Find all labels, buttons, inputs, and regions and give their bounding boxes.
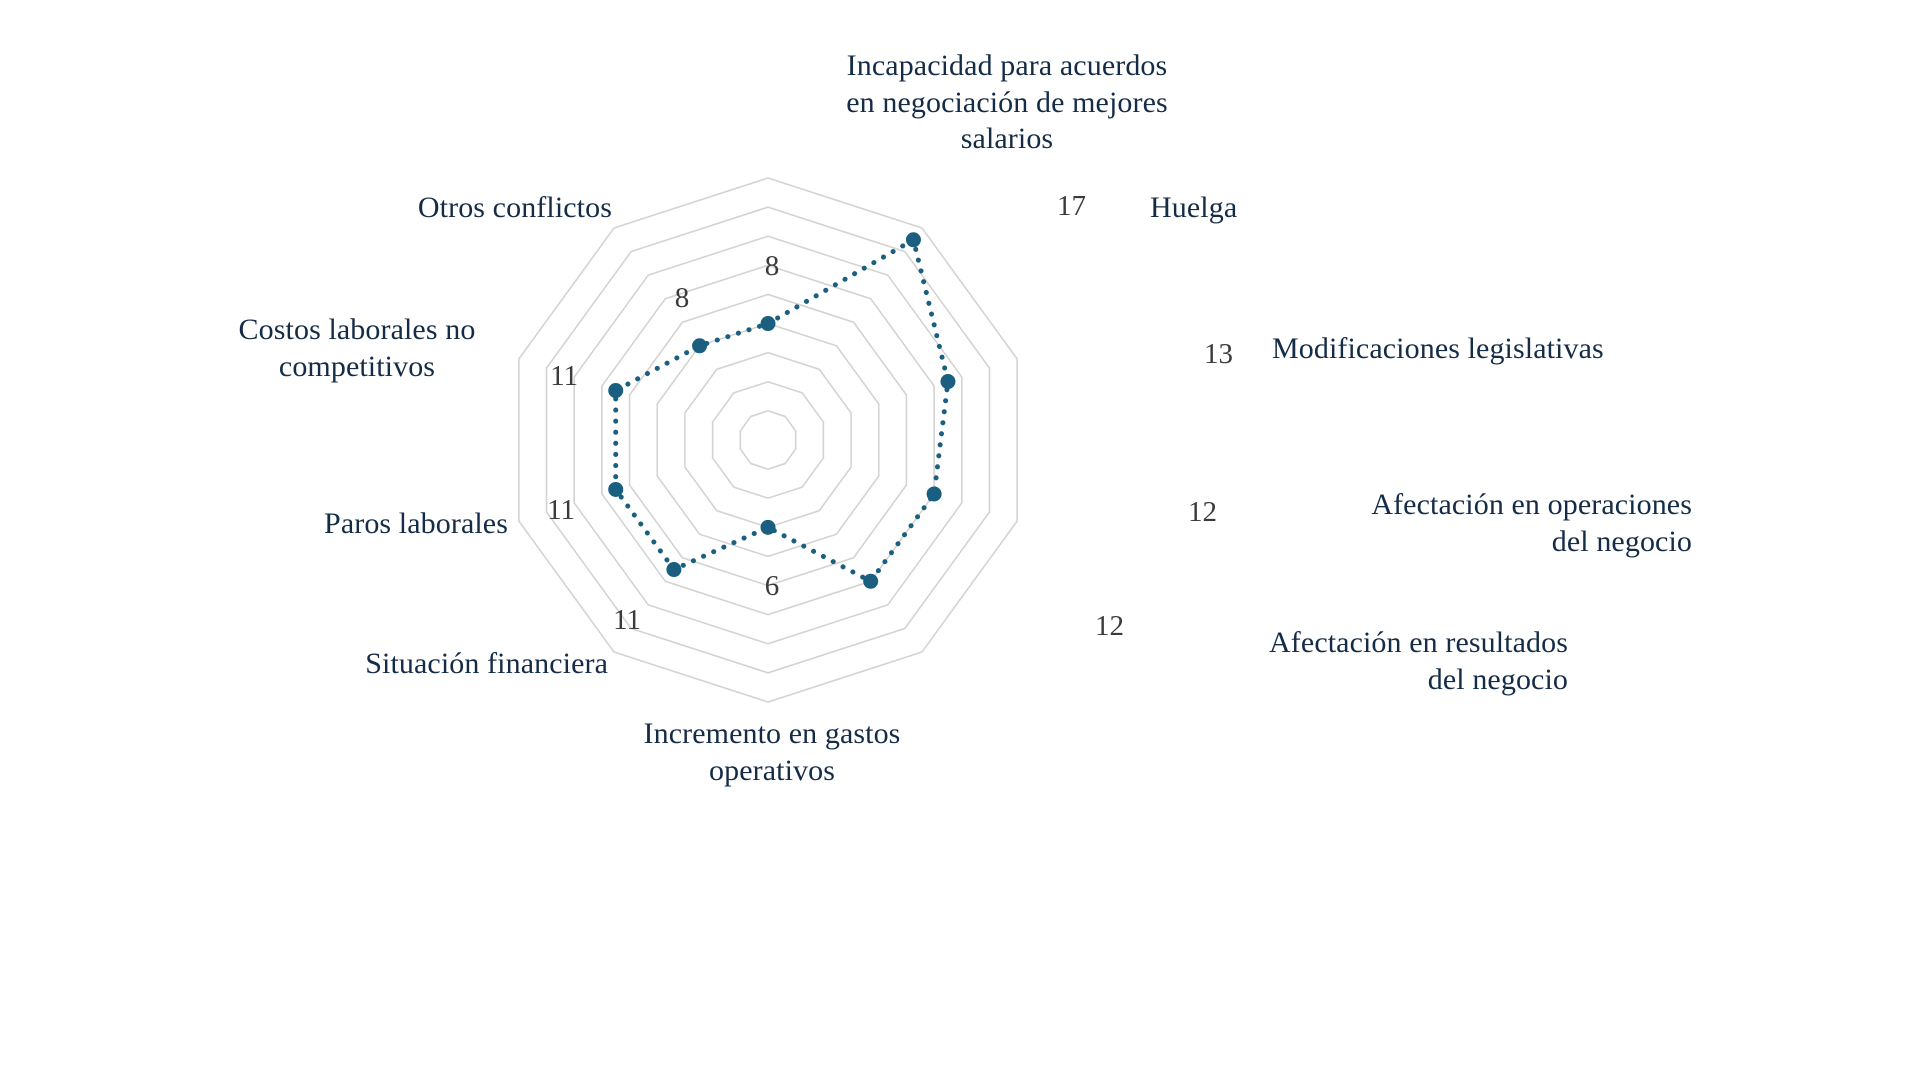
data-point-marker: [608, 383, 624, 399]
radar-series-line: [613, 235, 951, 585]
axis-label-situacion-financiera: Situación financiera: [365, 647, 608, 680]
series-polyline: [613, 235, 951, 585]
radar-gridlines: [518, 177, 1018, 703]
data-point-marker: [926, 486, 942, 502]
value-label-modificaciones-legislativas: 13: [1204, 338, 1233, 370]
value-label-huelga: 17: [1057, 190, 1086, 222]
value-label-incremento-gastos: 6: [764, 570, 780, 602]
value-label-afectacion-resultados: 12: [1095, 610, 1124, 642]
value-label-situacion-financiera: 11: [613, 604, 641, 636]
value-label-incapacidad-acuerdos: 8: [764, 250, 780, 282]
axis-label-afectacion-operaciones: Afectación en operaciones del negocio: [1371, 488, 1692, 558]
value-label-afectacion-operaciones: 12: [1188, 496, 1217, 528]
grid-ring: [656, 322, 880, 558]
axis-label-otros-conflictos: Otros conflictos: [417, 191, 612, 224]
data-point-marker: [863, 573, 879, 589]
grid-ring: [739, 410, 797, 470]
value-label-paros-laborales: 11: [547, 494, 575, 526]
value-label-costos-laborales: 11: [550, 360, 578, 392]
grid-ring: [545, 206, 991, 674]
data-point-marker: [905, 232, 921, 248]
axis-label-paros-laborales: Paros laborales: [324, 507, 508, 540]
data-point-marker: [692, 338, 708, 354]
grid-ring: [601, 264, 935, 616]
data-point-marker: [940, 374, 956, 390]
data-point-marker: [608, 481, 624, 497]
axis-label-incremento-gastos: Incremento en gastos operativos: [643, 717, 901, 787]
data-point-marker: [760, 519, 776, 535]
grid-ring: [573, 235, 963, 645]
axis-label-afectacion-resultados: Afectación en resultados del negocio: [1269, 626, 1568, 696]
grid-ring: [684, 351, 852, 529]
grid-ring: [628, 293, 908, 587]
grid-ring: [518, 177, 1018, 703]
axis-label-huelga: Huelga: [1150, 191, 1238, 224]
axis-label-incapacidad-acuerdos: Incapacidad para acuerdos en negociación…: [846, 49, 1168, 156]
data-point-marker: [666, 562, 682, 578]
radar-series-markers: [608, 232, 956, 589]
axis-label-modificaciones-legislativas: Modificaciones legislativas: [1272, 332, 1604, 365]
data-point-marker: [760, 316, 776, 332]
axis-label-costos-laborales: Costos laborales no competitivos: [238, 313, 476, 383]
grid-ring: [711, 380, 825, 500]
value-label-otros-conflictos: 8: [674, 282, 690, 314]
